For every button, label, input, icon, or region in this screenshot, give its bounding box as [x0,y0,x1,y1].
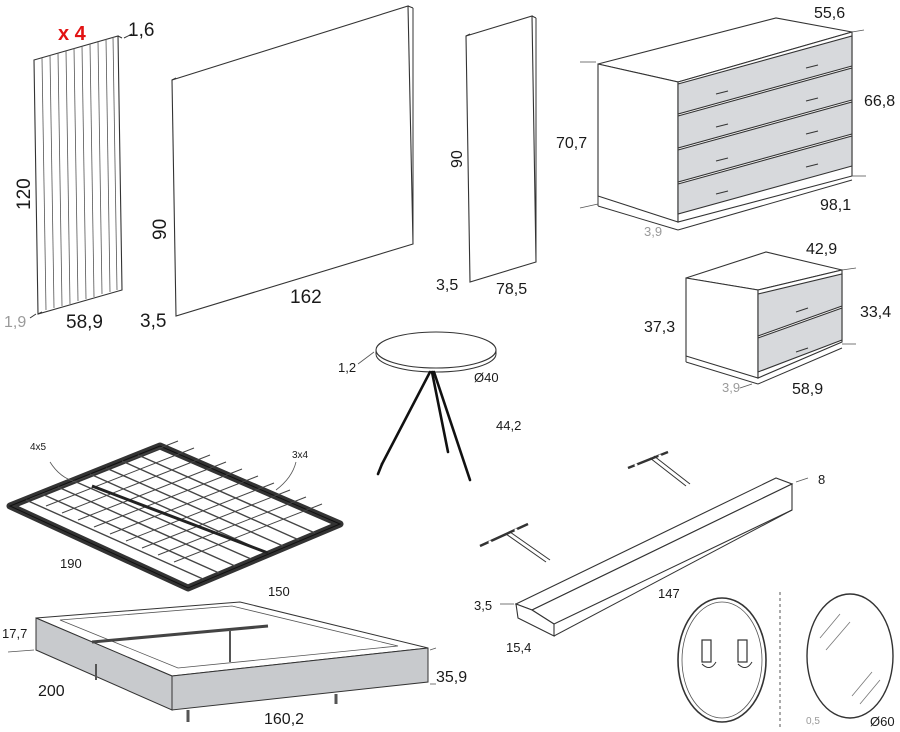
shelf-bracket-lower [479,522,551,563]
bed-width-label: 160,2 [264,711,304,728]
count-label: x 4 [58,23,87,45]
mirror-thickness-label: 0,5 [806,716,820,727]
side-panel-depth-label: 3,5 [436,277,458,294]
dresser: 55,6 66,8 70,7 98,1 3,9 [556,5,895,239]
nightstand-plinth-label: 3,9 [722,380,740,395]
side-panel-width-label: 78,5 [496,281,527,298]
side-table-diameter-label: Ø40 [474,370,499,385]
side-table-top-thickness-label: 1,2 [338,360,356,375]
shelf-depth-label: 8 [818,472,825,487]
panel-width-label: 58,9 [66,312,103,333]
slat-base-right-label: 3x4 [292,450,309,461]
side-table-height-label: 44,2 [496,418,521,433]
headboard-height-label: 90 [150,219,171,240]
dresser-drawer-height-label: 66,8 [864,93,895,110]
nightstand: 42,9 33,4 37,3 3,9 58,9 [644,241,891,398]
nightstand-drawer-height-label: 33,4 [860,304,891,321]
shelf-bracket-upper [627,450,691,487]
side-table: 1,2 Ø40 44,2 [338,331,521,482]
mirror-back-view [677,597,767,723]
shelf-length-label: 147 [658,586,680,601]
headboard-width-label: 162 [290,287,322,308]
bed-length-label: 200 [38,683,65,700]
headboard: 90 162 3,5 [140,5,414,332]
dresser-plinth-label: 3,9 [644,224,662,239]
dresser-depth-label: 55,6 [814,5,845,22]
mirror-front-view: 0,5 Ø60 [806,593,895,729]
headboard-depth-label: 3,5 [140,311,166,332]
shelf-height-label: 3,5 [474,598,492,613]
bed-top-width-label: 150 [268,584,290,599]
side-panel-height-label: 90 [449,150,466,168]
shelf-width-label: 15,4 [506,640,531,655]
slatted-panel: x 4 1,6 120 1,9 58,9 [4,20,154,333]
dresser-height-label: 70,7 [556,135,587,152]
wall-shelf: 8 147 3,5 15,4 [474,450,825,655]
nightstand-depth-label: 42,9 [806,241,837,258]
panel-depth-label: 1,6 [128,20,154,41]
panel-offset-label: 1,9 [4,314,26,331]
slat-base-length-label: 190 [60,556,82,571]
side-panel: 90 3,5 78,5 [436,15,537,298]
bed-height-label: 35,9 [436,669,467,686]
bed-frame: 150 17,7 200 35,9 160,2 [2,584,467,728]
nightstand-width-label: 58,9 [792,381,823,398]
dresser-width-label: 98,1 [820,197,851,214]
mirror-diameter-label: Ø60 [870,714,895,729]
slat-base: 4x5 3x4 190 [6,440,344,592]
nightstand-height-label: 37,3 [644,319,675,336]
slat-base-left-label: 4x5 [30,442,47,453]
bed-side-height-label: 17,7 [2,626,27,641]
panel-height-label: 120 [14,178,35,210]
